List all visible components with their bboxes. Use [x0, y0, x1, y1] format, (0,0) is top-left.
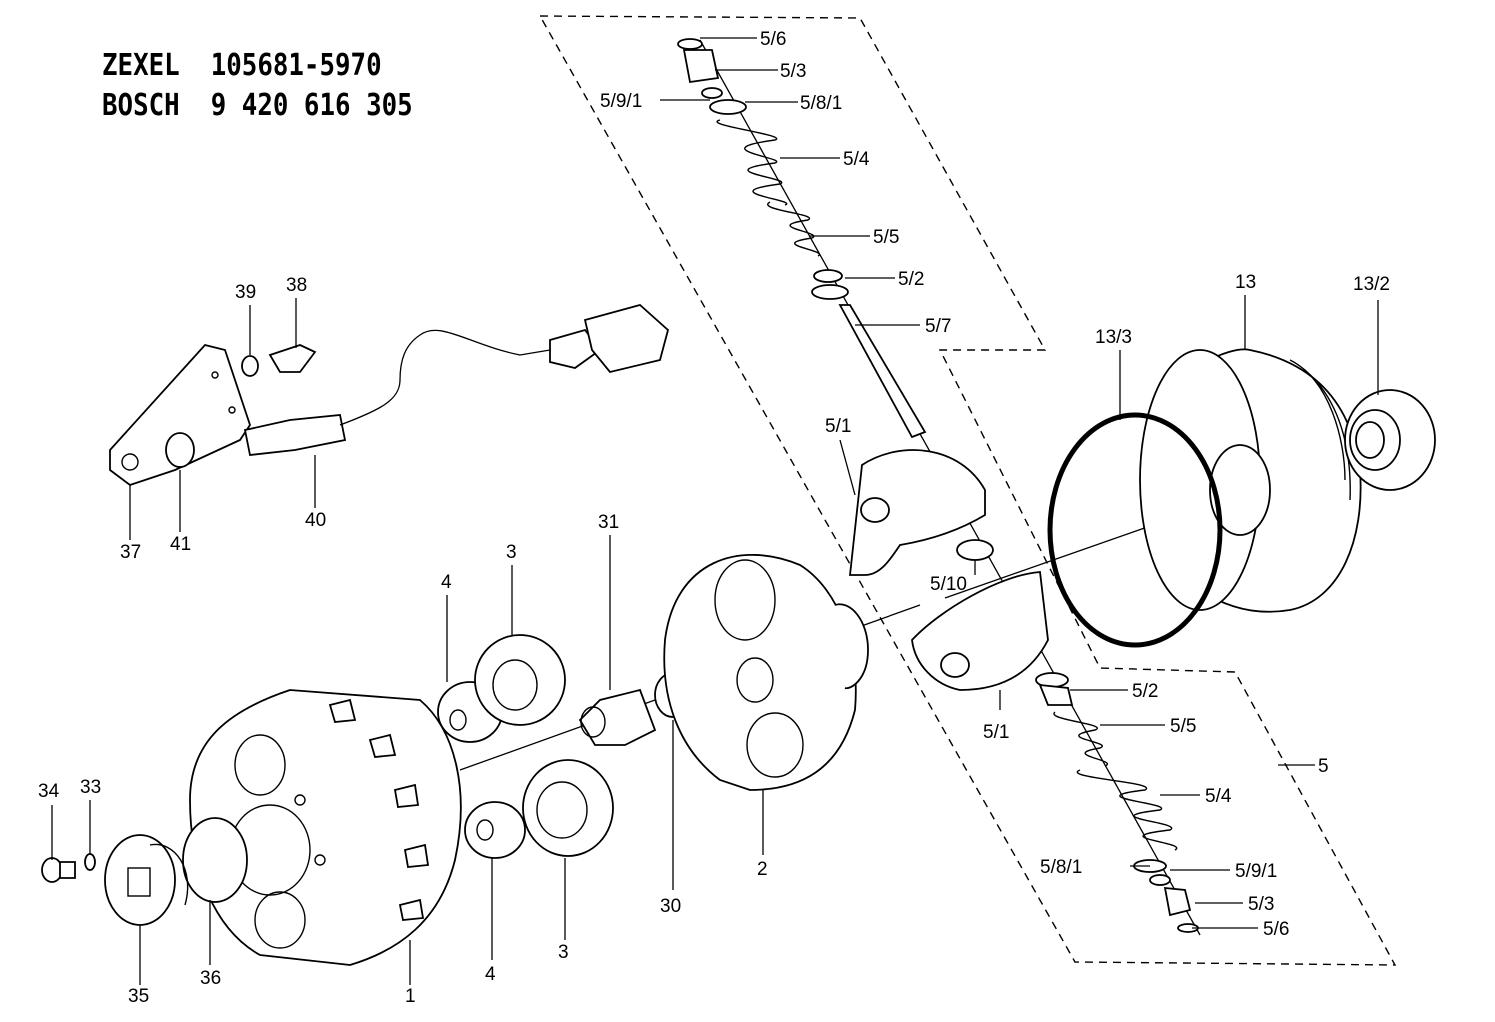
bosch-part-number: 9 420 616 305 [210, 88, 413, 123]
label-3-top: 3 [506, 542, 517, 563]
label-5-9-1-bottom: 5/9/1 [1235, 861, 1277, 882]
bottom-valve-stack [1035, 672, 1199, 933]
label-5-6-bottom: 5/6 [1263, 919, 1289, 940]
spacer-5-10 [956, 539, 994, 561]
callout-labels: 5/6 5/3 5/9/1 5/8/1 5/4 5/5 5/2 5/7 5/1 … [38, 29, 1390, 1007]
label-5-6-top: 5/6 [760, 29, 786, 50]
flyweight-lower-pin [940, 652, 970, 678]
label-35: 35 [128, 986, 149, 1007]
leader-lines [51, 37, 1379, 985]
weight-4-bottom [464, 801, 526, 859]
label-1: 1 [405, 986, 416, 1007]
governor-cover [1139, 348, 1362, 613]
label-13-2: 13/2 [1353, 274, 1390, 295]
label-4-top: 4 [441, 572, 452, 593]
label-5-3-bottom: 5/3 [1248, 894, 1274, 915]
bosch-brand: BOSCH [102, 88, 180, 123]
label-5-1-top: 5/1 [825, 416, 851, 437]
label-30: 30 [660, 896, 681, 917]
label-31: 31 [598, 512, 619, 533]
label-5-9-1-top: 5/9/1 [600, 91, 642, 112]
label-41: 41 [170, 534, 191, 555]
label-39: 39 [235, 282, 256, 303]
label-5: 5 [1318, 756, 1329, 777]
zexel-part-number: 105681-5970 [210, 48, 382, 83]
label-3-bottom: 3 [558, 942, 569, 963]
flyweight-upper [848, 449, 986, 576]
label-33: 33 [80, 777, 101, 798]
label-5-1-bottom: 5/1 [983, 722, 1009, 743]
plug-35 [104, 834, 189, 926]
label-2: 2 [757, 859, 768, 880]
screw-34-washer-33 [41, 853, 96, 883]
label-38: 38 [286, 275, 307, 296]
label-40: 40 [305, 510, 326, 531]
label-34: 34 [38, 781, 60, 802]
label-5-5-top: 5/5 [873, 227, 899, 248]
label-5-2-top: 5/2 [898, 269, 924, 290]
label-5-4-top: 5/4 [843, 149, 870, 170]
label-5-2-bottom: 5/2 [1132, 681, 1158, 702]
label-5-5-bottom: 5/5 [1170, 716, 1196, 737]
seal-ring-36 [182, 817, 248, 903]
zexel-brand: ZEXEL [102, 48, 180, 83]
tappet-31 [578, 688, 657, 746]
label-5-8-1-top: 5/8/1 [800, 93, 842, 114]
label-37: 37 [120, 542, 141, 563]
top-valve-stack [677, 38, 927, 439]
zexel-row: ZEXEL 105681-5970 [102, 46, 413, 86]
governor-housing [189, 689, 462, 966]
label-4-bottom: 4 [485, 964, 496, 985]
o-ring-13-3 [1047, 412, 1223, 648]
label-5-4-bottom: 5/4 [1205, 786, 1232, 807]
bearing-13-2 [1344, 389, 1436, 491]
bosch-row: BOSCH 9 420 616 305 [102, 86, 413, 126]
diagram-header: ZEXEL 105681-5970 BOSCH 9 420 616 305 [102, 46, 463, 126]
label-5-10: 5/10 [930, 574, 967, 595]
weight-3-bottom [522, 759, 614, 857]
label-13-3: 13/3 [1095, 327, 1132, 348]
label-5-3-top: 5/3 [780, 61, 806, 82]
label-13: 13 [1235, 272, 1256, 293]
weight-3-top [474, 634, 566, 726]
flyweight-carrier-2 [663, 553, 869, 791]
label-5-7: 5/7 [925, 316, 951, 337]
flyweight-upper-pin [860, 497, 890, 523]
sensor-bracket-assembly [109, 304, 670, 487]
label-36: 36 [200, 968, 221, 989]
label-5-8-1-bottom: 5/8/1 [1040, 857, 1082, 878]
